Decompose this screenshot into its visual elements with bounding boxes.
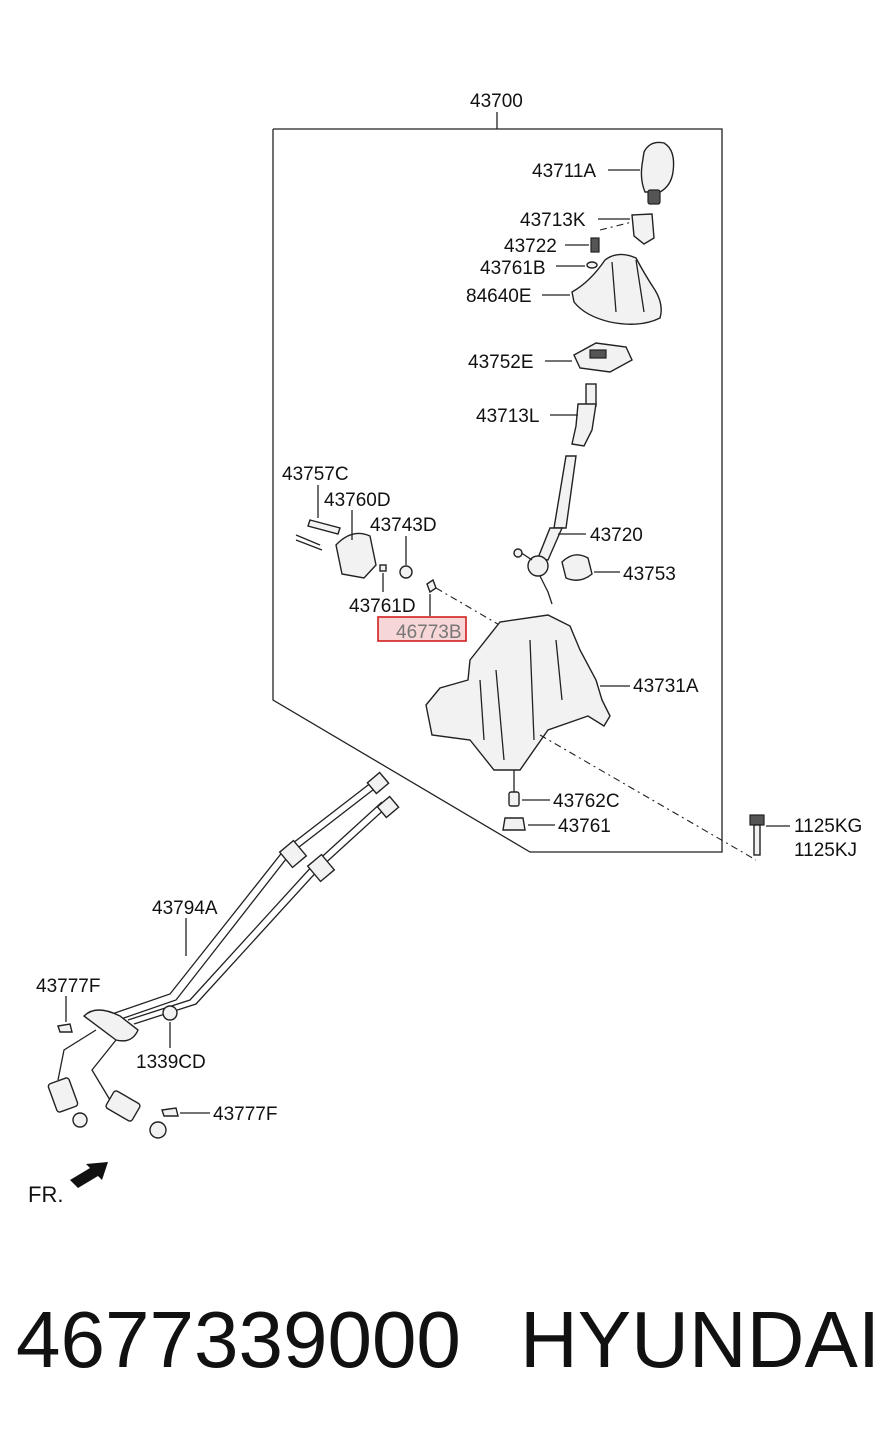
footer: 4677339000 HYUNDAI [0, 1290, 886, 1400]
assembly-label: 43700 [470, 91, 523, 112]
clip-right-drawing [161, 1107, 179, 1117]
part-label-43757C: 43757C [282, 464, 349, 485]
part-label-43713L: 43713L [476, 406, 539, 427]
highlight-box [377, 616, 467, 642]
part-label-43731A: 43731A [633, 676, 699, 697]
part-label-43752E: 43752E [468, 352, 534, 373]
part-label-43713K: 43713K [520, 210, 586, 231]
part-label-43720: 43720 [590, 525, 643, 546]
pin-drawing [295, 519, 341, 551]
part-label-43753: 43753 [623, 564, 676, 585]
indicator-bezel-drawing [573, 342, 633, 373]
part-label-43761B: 43761B [480, 258, 546, 279]
part-label-43777F-left: 43777F [36, 976, 100, 997]
part-label-43762C: 43762C [553, 791, 620, 812]
small-pin-drawing-2 [379, 564, 387, 572]
part-label-1125KG: 1125KG [794, 816, 862, 837]
part-label-43761D: 43761D [349, 596, 416, 617]
part-label-1125KJ: 1125KJ [794, 840, 857, 861]
part-label-46773B: 46773B [396, 622, 462, 643]
clip-left-drawing [57, 1023, 73, 1033]
shift-cables-drawing [47, 771, 400, 1139]
front-direction-arrow-icon [70, 1162, 108, 1188]
bolt-drawing [749, 814, 765, 856]
direction-label: FR. [28, 1182, 63, 1207]
nut-drawing [162, 1005, 178, 1021]
part-label-43761: 43761 [558, 816, 611, 837]
assembly-boundary [272, 112, 723, 853]
brand-name: HYUNDAI [520, 1295, 881, 1384]
part-label-43760D: 43760D [324, 490, 391, 511]
part-number: 4677339000 [16, 1295, 461, 1384]
part-label-43743D: 43743D [370, 515, 437, 536]
bushing-drawing [561, 554, 593, 581]
knob-button-drawing [631, 213, 655, 245]
shift-knob-drawing [640, 141, 675, 205]
part-label-1339CD: 1339CD [136, 1052, 206, 1073]
shift-boot-drawing [571, 253, 662, 325]
washer-drawing [426, 578, 437, 594]
part-label-43722: 43722 [504, 236, 557, 257]
shift-lever-drawing [513, 455, 577, 605]
part-label-84640E: 84640E [466, 286, 532, 307]
small-pin-drawing [586, 261, 598, 269]
part-label-43794A: 43794A [152, 898, 218, 919]
lever-housing-drawing [425, 614, 611, 771]
part-label-43711A: 43711A [532, 161, 596, 182]
detent-plate-drawing [335, 532, 377, 579]
spring-drawing [590, 237, 600, 253]
clip-drawing [399, 565, 413, 579]
bushing-set-drawing [502, 770, 526, 831]
part-label-43777F-right: 43777F [213, 1104, 277, 1125]
